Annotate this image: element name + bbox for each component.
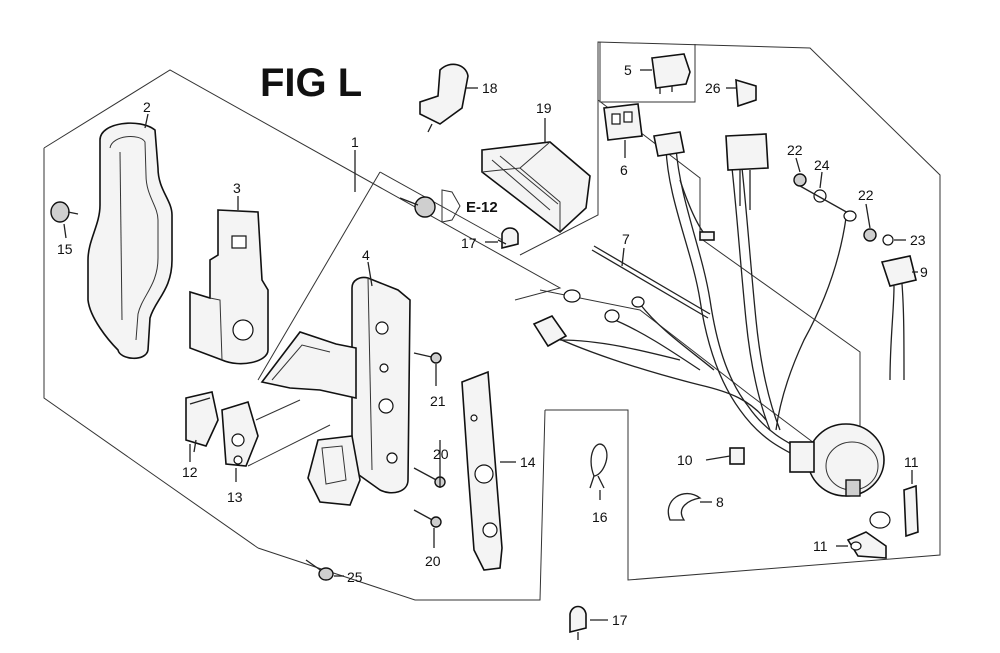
part-20-screw-lower (413, 509, 442, 528)
label-19: 19 (536, 100, 552, 116)
ref-e12: E-12 (466, 199, 498, 216)
label-2: 2 (143, 99, 151, 115)
part-22-nut-right (863, 228, 877, 242)
part-12-switch (185, 391, 219, 453)
label-24: 24 (814, 157, 830, 173)
part-7-rod (591, 245, 711, 319)
part-15-screw (50, 201, 79, 223)
part-2-cover (87, 122, 173, 360)
label-17a: 17 (461, 235, 477, 251)
part-13-switch (221, 400, 259, 467)
label-14: 14 (520, 454, 536, 470)
label-13: 13 (227, 489, 243, 505)
label-1: 1 (351, 134, 359, 150)
label-20b: 20 (425, 553, 441, 569)
part-11-key-right (869, 484, 919, 538)
part-18-clip (419, 63, 469, 133)
label-6: 6 (620, 162, 628, 178)
part-11-key-left (846, 531, 887, 559)
part-22-nut-left (793, 173, 807, 187)
label-22a: 22 (787, 142, 803, 158)
part-14-gasket (461, 370, 503, 571)
group-outlines (43, 41, 941, 601)
label-22b: 22 (858, 187, 874, 203)
part-10-harness (532, 131, 847, 465)
part-9-condenser (880, 255, 917, 381)
part-21-screw (413, 352, 442, 364)
part-4-panel (260, 276, 411, 506)
part-19-box (481, 141, 591, 234)
label-9: 9 (920, 264, 928, 280)
label-18: 18 (482, 80, 498, 96)
label-23: 23 (910, 232, 926, 248)
label-16: 16 (592, 509, 608, 525)
label-10: 10 (677, 452, 693, 468)
label-3: 3 (233, 180, 241, 196)
part-17-clip-lower (569, 605, 587, 640)
part-5-relay (651, 53, 691, 94)
figure-title: FIG L (260, 61, 362, 105)
ref-e12-screw (399, 196, 436, 218)
label-25: 25 (347, 569, 363, 585)
label-11b: 11 (813, 538, 828, 554)
part-25-screw (305, 559, 334, 581)
label-5: 5 (624, 62, 632, 78)
label-11a: 11 (904, 454, 919, 470)
part-3-bracket (189, 209, 269, 365)
label-15: 15 (57, 241, 73, 257)
label-26: 26 (705, 80, 721, 96)
part-26-fuse (735, 78, 757, 108)
label-12: 12 (182, 464, 198, 480)
part-23-washer (882, 234, 894, 246)
label-20a: 20 (433, 446, 449, 462)
label-4: 4 (362, 247, 370, 263)
part-17-clip-upper (497, 227, 519, 250)
part-8-clip (667, 492, 702, 521)
ignition-switch (789, 423, 885, 497)
part-6-connector (603, 103, 643, 141)
label-7: 7 (622, 231, 630, 247)
label-17b: 17 (612, 612, 628, 628)
part-16-clip (589, 443, 608, 489)
label-8: 8 (716, 494, 724, 510)
label-21: 21 (430, 393, 446, 409)
